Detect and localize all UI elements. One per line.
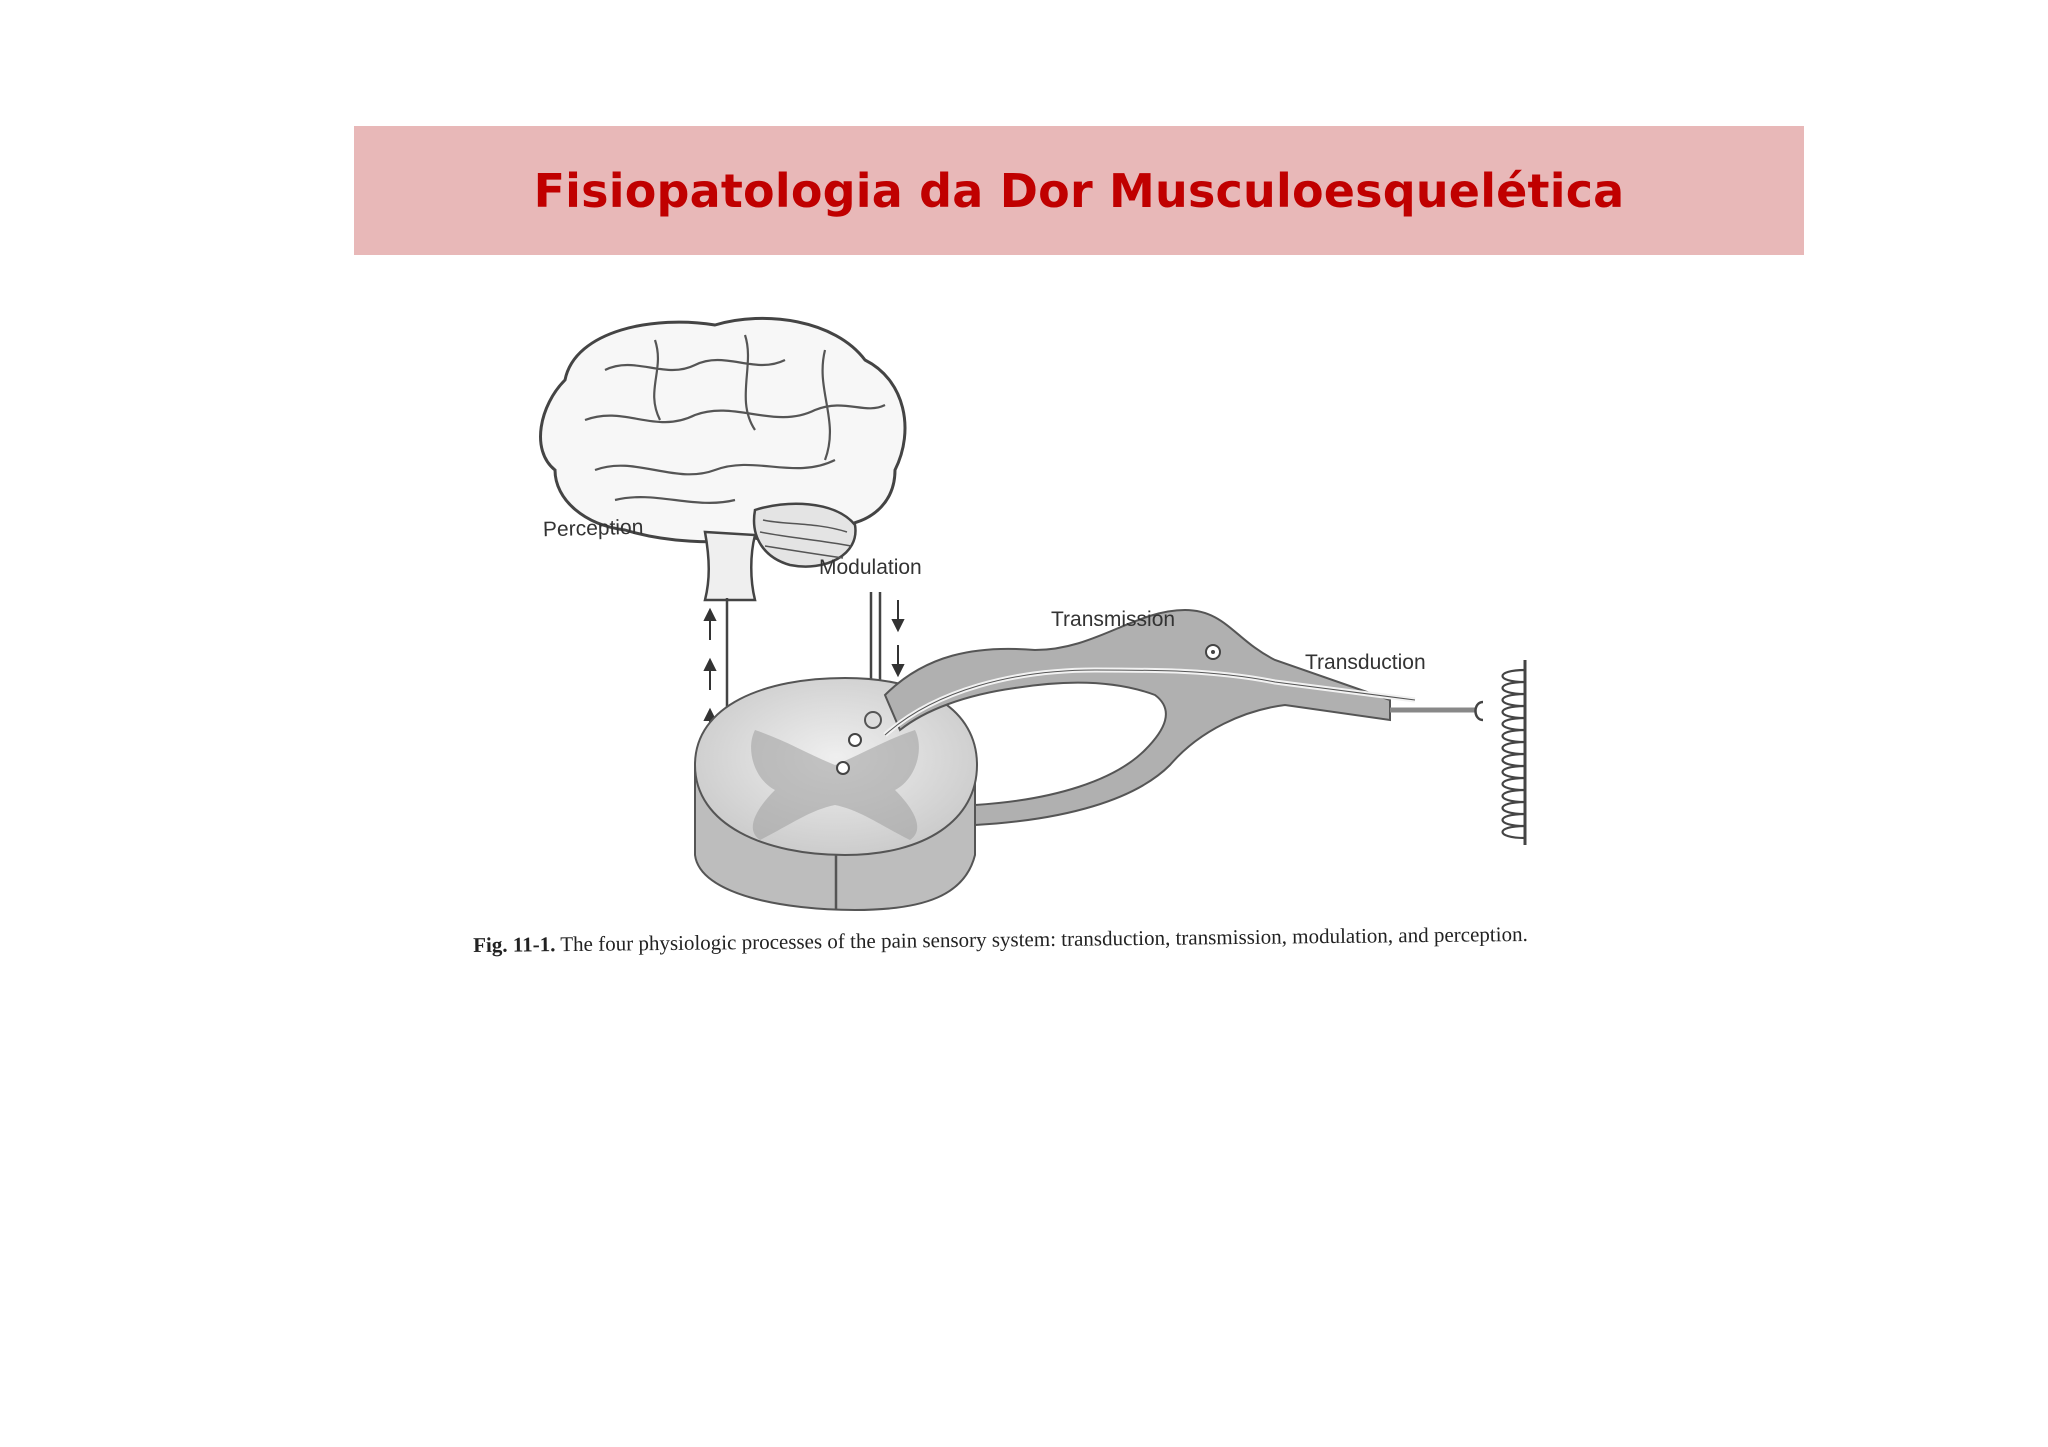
skin-receptor <box>1501 660 1527 845</box>
spinal-cord-section <box>693 676 979 912</box>
brain-illustration <box>539 316 907 602</box>
label-perception: Perception <box>542 515 644 542</box>
pain-pathway-diagram <box>539 316 1527 912</box>
label-transmission: Transmission <box>1051 608 1176 631</box>
caption-number: Fig. 11-1. <box>473 932 556 957</box>
label-modulation: Modulation <box>819 556 922 579</box>
label-transduction: Transduction <box>1305 651 1426 674</box>
title-banner: Fisiopatologia da Dor Musculoesquelética <box>354 126 1804 255</box>
pain-pathway-figure: Perception Modulation Transmission Trans… <box>455 310 1535 1040</box>
slide-title: Fisiopatologia da Dor Musculoesquelética <box>533 163 1625 218</box>
descending-arrows <box>891 600 905 678</box>
peripheral-nerve <box>883 608 1484 827</box>
